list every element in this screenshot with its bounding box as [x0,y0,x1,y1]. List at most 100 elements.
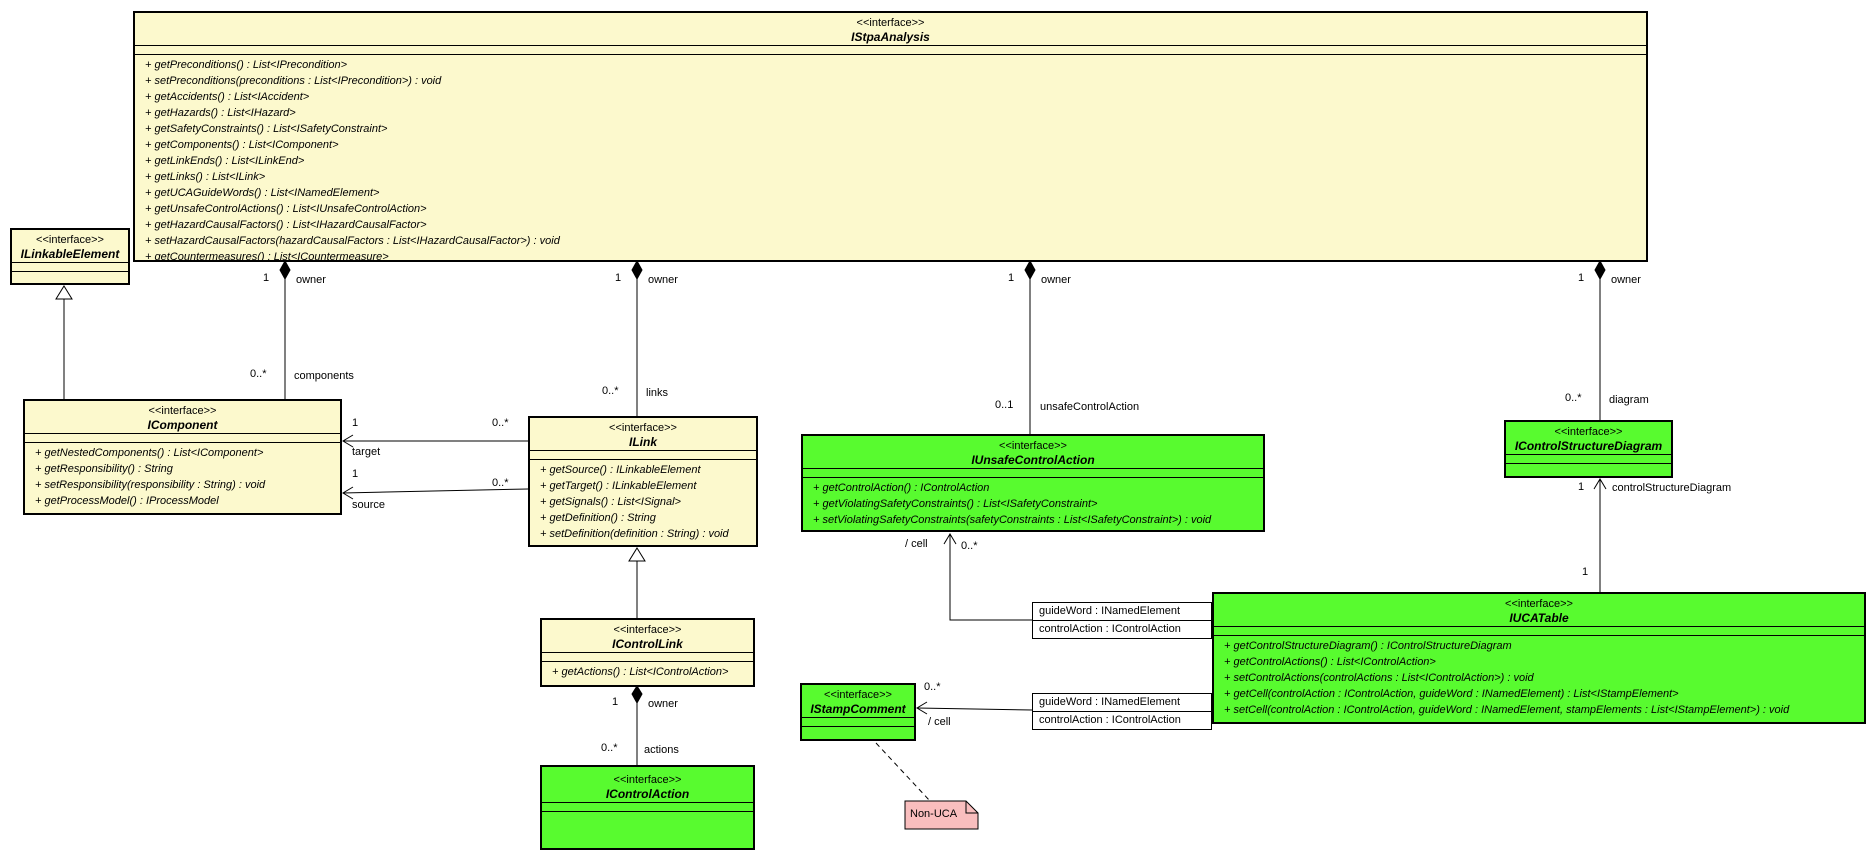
class-icontrolstructurediagram[interactable]: <<interface>> IControlStructureDiagram [1504,420,1673,478]
role-label-owner: owner [648,274,678,286]
composition-stpa-component[interactable] [279,259,291,399]
class-name: IControlLink [612,637,683,651]
attributes-compartment [803,469,1263,478]
class-title: <<interface>> IControlLink [542,620,753,653]
role-label-owner: owner [648,698,678,710]
qualifier-box-stamp-cell[interactable]: guideWord : INamedElement controlAction … [1032,693,1212,730]
class-iunsafecontrolaction[interactable]: <<interface>> IUnsafeControlAction + get… [801,434,1265,532]
method-entry: + getResponsibility() : String [35,463,173,475]
multiplicity-label: 0..* [924,681,941,693]
class-name: IStpaAnalysis [851,30,930,44]
attributes-compartment [1214,627,1864,636]
class-title: <<interface>> ILinkableElement [12,230,128,263]
method-entry: + setControlActions(controlActions : Lis… [1224,672,1534,684]
role-label-unsafecontrolaction: unsafeControlAction [1040,401,1140,413]
stereotype-label: <<interface>> [999,440,1067,452]
class-iucatable[interactable]: <<interface>> IUCATable + getControlStru… [1212,592,1866,724]
methods-compartment [1506,464,1671,476]
generalization-component-linkable[interactable] [55,285,73,399]
class-istpaanalysis[interactable]: <<interface>> IStpaAnalysis + getPrecond… [133,11,1648,262]
methods-compartment: + getSource() : ILinkableElement+ getTar… [530,460,756,545]
class-name: IComponent [147,418,218,432]
attributes-compartment [135,46,1646,55]
qualifier-controlaction: controlAction : IControlAction [1039,714,1181,726]
class-name: IUnsafeControlAction [971,453,1095,467]
composition-stpa-csd[interactable] [1594,259,1606,420]
multiplicity-label: 0..* [961,540,978,552]
class-icomponent[interactable]: <<interface>> IComponent + getNestedComp… [23,399,342,515]
class-icontrollink[interactable]: <<interface>> IControlLink + getActions(… [540,618,755,687]
class-title: <<interface>> IStpaAnalysis [135,13,1646,46]
methods-compartment: + getPreconditions() : List<IPreconditio… [135,55,1646,260]
method-entry: + setCell(controlAction : IControlAction… [1224,704,1790,716]
method-entry: + getUCAGuideWords() : List<INamedElemen… [145,187,380,199]
multiplicity-label: 1 [1582,566,1589,578]
stereotype-label: <<interface>> [609,422,677,434]
class-name: IControlAction [605,787,690,801]
method-entry: + getComponents() : List<IComponent> [145,139,339,151]
methods-compartment: + getActions() : List<IControlAction> [542,662,753,685]
class-icontrolaction[interactable]: <<interface>> IControlAction [540,765,755,850]
role-label-source: source [352,499,386,511]
association-link-source[interactable] [342,486,529,500]
association-ucatable-uca-cell[interactable] [943,533,1032,621]
generalization-controllink-link[interactable] [628,547,646,618]
class-name: ILink [628,435,657,449]
method-entry: + setResponsibility(responsibility : Str… [35,479,266,491]
method-entry: + getSource() : ILinkableElement [540,464,701,476]
methods-compartment [12,272,128,283]
role-label-owner: owner [1611,274,1641,286]
class-title: <<interface>> IUCATable [1214,594,1864,627]
role-label-cell: / cell [928,716,951,728]
qualifier-box-uca-cell[interactable]: guideWord : INamedElement controlAction … [1032,602,1212,639]
stereotype-label: <<interface>> [1505,598,1573,610]
class-name: IUCATable [1509,611,1569,625]
role-label-owner: owner [296,274,326,286]
multiplicity-label: 1 [352,468,359,480]
class-name: IStampComment [810,702,906,716]
multiplicity-label: 1 [1008,272,1015,284]
method-entry: + getPreconditions() : List<IPreconditio… [145,59,348,71]
class-istampcomment[interactable]: <<interface>> IStampComment [800,683,916,741]
role-label-owner: owner [1041,274,1071,286]
stereotype-label: <<interface>> [856,17,925,29]
method-entry: + setPreconditions(preconditions : List<… [145,75,442,87]
role-label-actions: actions [644,744,679,756]
method-entry: + getCell(controlAction : IControlAction… [1224,688,1679,700]
composition-stpa-link[interactable] [631,259,643,416]
stereotype-label: <<interface>> [613,774,682,786]
method-entry: + getActions() : List<IControlAction> [552,666,729,678]
class-ilinkableelement[interactable]: <<interface>> ILinkableElement [10,228,130,285]
multiplicity-label: 1 [352,417,359,429]
association-ucatable-stamp-cell[interactable] [916,701,1033,715]
method-entry: + setViolatingSafetyConstraints(safetyCo… [813,514,1212,526]
method-entry: + getUnsafeControlActions() : List<IUnsa… [145,203,427,215]
attributes-compartment [542,803,753,812]
class-ilink[interactable]: <<interface>> ILink + getSource() : ILin… [528,416,758,547]
multiplicity-label: 0..* [1565,392,1582,404]
composition-stpa-uca[interactable] [1024,259,1036,434]
method-entry: + getProcessModel() : IProcessModel [35,495,219,507]
method-entry: + getAccidents() : List<IAccident> [145,91,310,103]
role-label-target: target [352,446,381,458]
multiplicity-label: 1 [612,696,619,708]
stereotype-label: <<interface>> [148,405,217,417]
stereotype-label: <<interface>> [613,624,682,636]
method-entry: + getHazards() : List<IHazard> [145,107,296,119]
association-ucatable-csd[interactable] [1593,478,1607,592]
multiplicity-label: 1 [1578,481,1585,493]
multiplicity-label: 1 [1578,272,1585,284]
class-title: <<interface>> IControlAction [542,767,753,803]
method-entry: + getCountermeasures() : List<ICounterme… [145,251,389,260]
class-name: IControlStructureDiagram [1514,439,1663,453]
multiplicity-label: 0..* [492,417,509,429]
association-link-target[interactable] [342,434,528,448]
composition-controllink-controlaction[interactable] [631,685,643,765]
note-attachment-line[interactable] [875,742,931,802]
method-entry: + getDefinition() : String [540,512,656,524]
method-entry: + getSignals() : List<ISignal> [540,496,681,508]
multiplicity-label: 1 [615,272,622,284]
note-shape[interactable] [904,800,979,830]
